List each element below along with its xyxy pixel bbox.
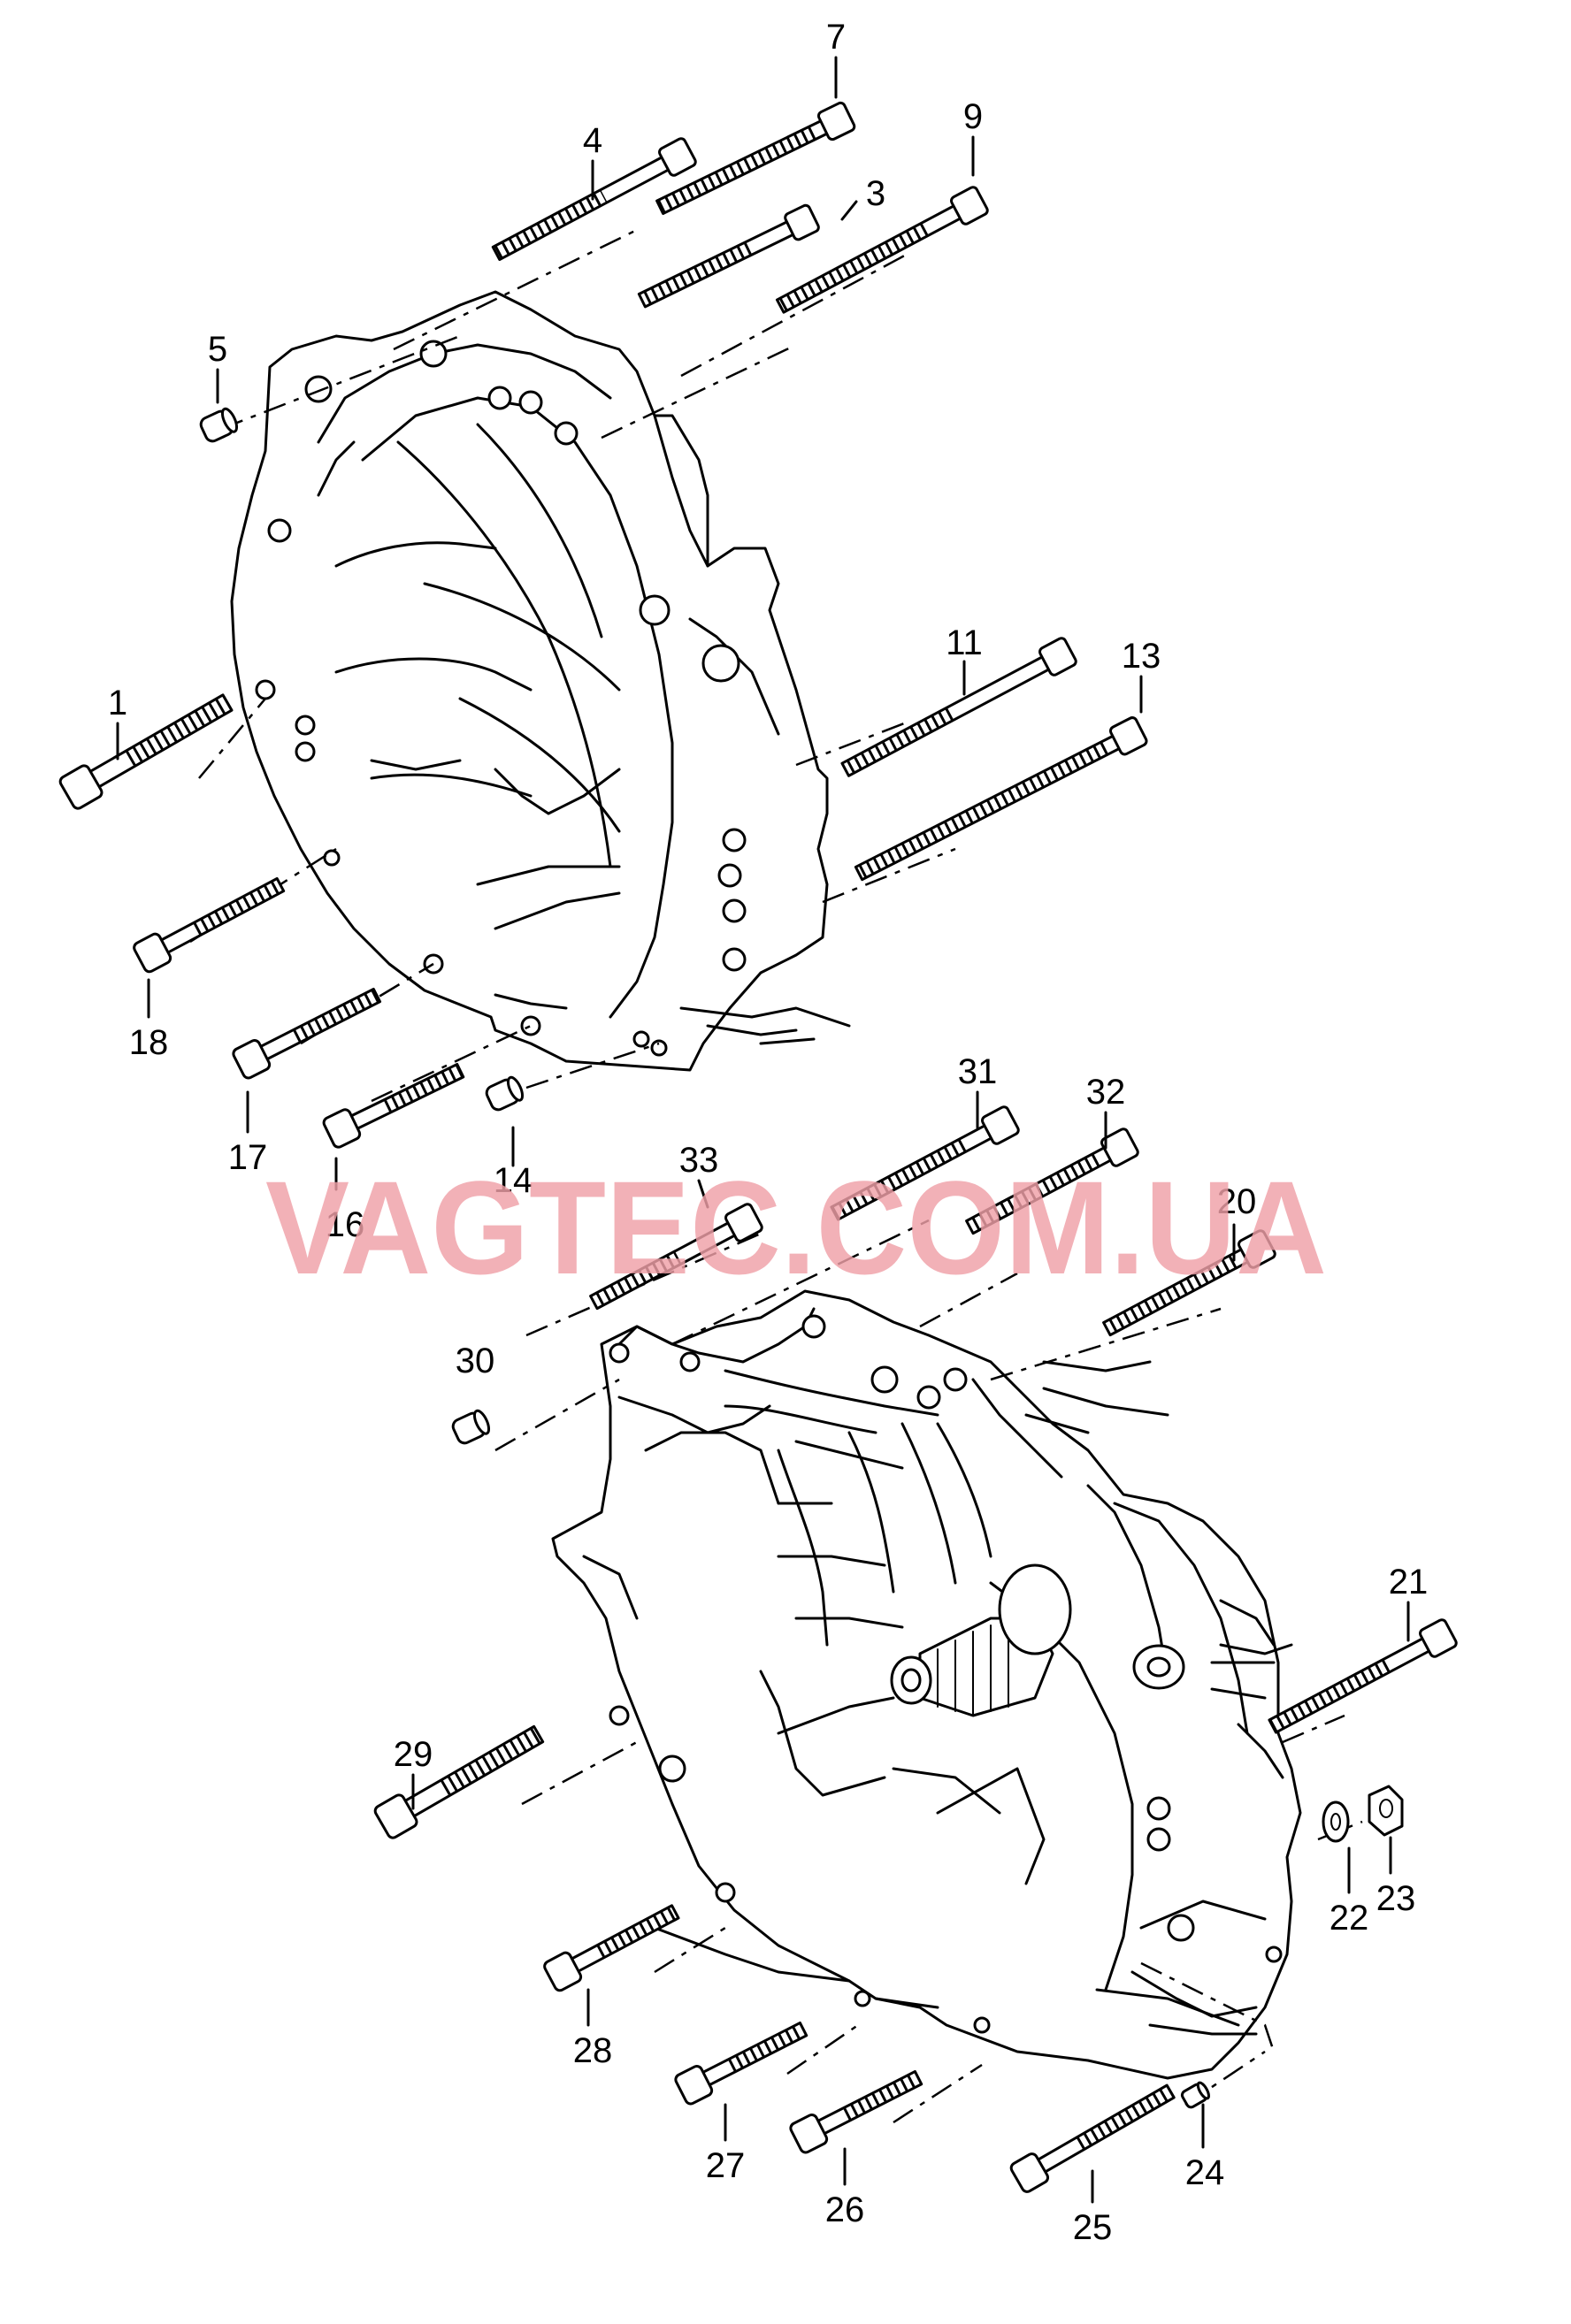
watermark: VAGTEC.COM.UA <box>265 1153 1327 1302</box>
callout-11: 11 <box>946 623 983 662</box>
dowel-30 <box>451 1409 491 1445</box>
callout-23: 23 <box>1376 1879 1416 1918</box>
bolt-28 <box>543 1904 680 1992</box>
callout-25: 25 <box>1073 2208 1113 2247</box>
callout-31: 31 <box>958 1052 998 1091</box>
bolt-31 <box>830 1105 1020 1221</box>
bolt-4 <box>491 137 697 261</box>
callout-13: 13 <box>1122 637 1161 676</box>
nut-23 <box>1368 1785 1404 1837</box>
callout-leaders <box>116 56 1410 2204</box>
callout-30: 30 <box>456 1342 495 1380</box>
callout-7: 7 <box>826 18 846 57</box>
bolt-27 <box>674 2022 808 2106</box>
bolt-7 <box>655 101 856 216</box>
bolt-32 <box>965 1128 1139 1235</box>
callout-14: 14 <box>494 1161 533 1200</box>
callout-5: 5 <box>208 330 227 369</box>
callout-3: 3 <box>866 174 885 213</box>
callout-17: 17 <box>228 1138 268 1177</box>
callout-22: 22 <box>1330 1899 1369 1938</box>
dowel-5 <box>199 407 239 443</box>
bolt-1 <box>58 693 234 810</box>
bolt-16 <box>322 1062 465 1149</box>
callout-18: 18 <box>129 1023 169 1062</box>
bolt-33 <box>589 1203 763 1311</box>
bolt-18 <box>133 876 286 974</box>
bolt-29 <box>373 1724 545 1839</box>
bolt-9 <box>775 186 989 314</box>
callout-28: 28 <box>573 2031 613 2070</box>
bolt-20 <box>1102 1229 1276 1337</box>
callout-33: 33 <box>679 1141 719 1180</box>
bolt-13 <box>854 716 1148 882</box>
bolt-3 <box>637 203 820 309</box>
callout-27: 27 <box>706 2146 746 2185</box>
callout-32: 32 <box>1086 1073 1126 1112</box>
bolt-17 <box>232 987 382 1080</box>
callout-26: 26 <box>825 2190 865 2229</box>
sleeve-24 <box>1180 2081 1210 2109</box>
bolt-11 <box>840 637 1077 777</box>
callout-21: 21 <box>1389 1563 1429 1602</box>
callout-16: 16 <box>326 1205 365 1244</box>
callout-1: 1 <box>108 684 127 722</box>
bolt-21 <box>1268 1618 1458 1734</box>
bolt-26 <box>789 2070 923 2154</box>
lower-transmission-housing <box>551 1289 1302 2080</box>
callout-4: 4 <box>583 121 602 160</box>
bolt-25 <box>1009 2083 1176 2193</box>
dowel-14 <box>485 1075 525 1112</box>
callout-labels: 1 3 4 5 7 9 11 13 14 16 17 18 20 21 22 2… <box>108 18 1428 2247</box>
callout-29: 29 <box>394 1735 433 1774</box>
callout-9: 9 <box>963 97 983 136</box>
callout-20: 20 <box>1217 1182 1257 1221</box>
callout-24: 24 <box>1185 2153 1225 2192</box>
upper-transmission-housing <box>230 290 851 1072</box>
washer-22 <box>1322 1800 1350 1843</box>
